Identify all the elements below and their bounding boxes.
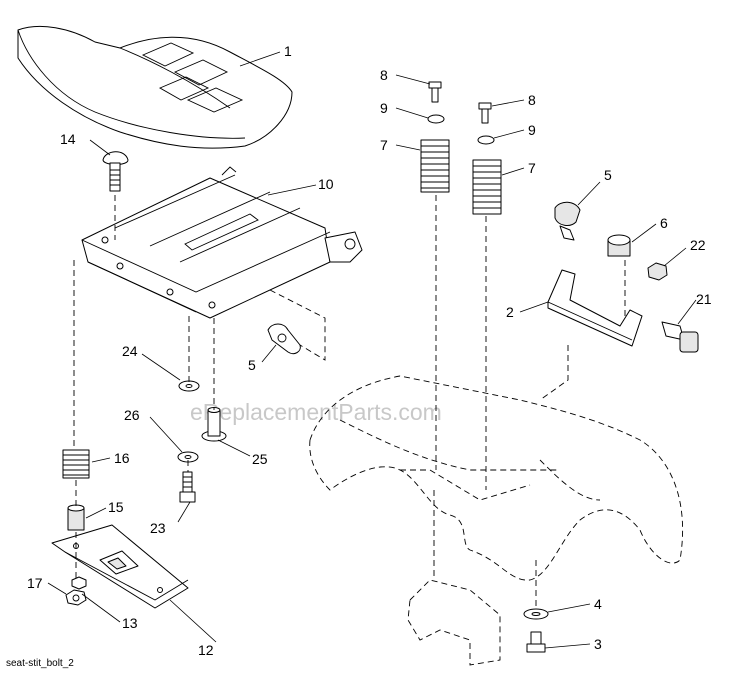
bolt-8b-part (478, 102, 492, 124)
callout-5-left: 5 (248, 357, 256, 373)
callout-1: 1 (284, 43, 292, 59)
callout-24: 24 (122, 343, 138, 359)
callout-16: 16 (114, 450, 130, 466)
callout-22: 22 (690, 237, 706, 253)
leader-lines (47, 51, 697, 649)
tractor-frame-outline (309, 375, 684, 666)
callout-17: 17 (27, 575, 43, 591)
bolt-8a-part (428, 81, 442, 103)
callout-10: 10 (318, 176, 334, 192)
bracket-2-part (547, 269, 643, 347)
callout-26: 26 (124, 407, 140, 423)
callout-15: 15 (108, 499, 124, 515)
assembly-lines (73, 195, 626, 610)
callout-21: 21 (696, 291, 712, 307)
washer-9a-part (427, 114, 445, 124)
washer-9b-part (477, 135, 495, 145)
callouts: 1 14 10 24 5 26 25 16 15 23 17 13 12 8 9… (27, 43, 712, 658)
spring-16-part (62, 449, 90, 479)
callout-6: 6 (660, 215, 668, 231)
callout-23: 23 (150, 520, 166, 536)
callout-7-right: 7 (528, 160, 536, 176)
carriage-bolt-part (102, 151, 129, 192)
callout-12: 12 (198, 642, 214, 658)
washer-24-part (178, 380, 200, 392)
seat-pan-part (81, 166, 363, 319)
callout-9-left: 9 (380, 100, 388, 116)
spring-7a-part (420, 139, 450, 193)
callout-9-right: 9 (528, 122, 536, 138)
shoulder-bolt-part (201, 407, 227, 442)
callout-5-right: 5 (604, 167, 612, 183)
seat-part (17, 25, 293, 149)
washer-4-part (523, 608, 549, 620)
nut-6-part (607, 234, 631, 257)
figure-code: seat-stit_bolt_2 (6, 658, 74, 669)
callout-7-left: 7 (380, 137, 388, 153)
callout-8-right: 8 (528, 92, 536, 108)
watermark: eReplacementParts.com (190, 399, 442, 425)
bracket-plate-part (51, 524, 189, 609)
callout-13: 13 (122, 615, 138, 631)
clip-part-right (554, 201, 581, 241)
callout-2: 2 (506, 304, 514, 320)
nut-17-part (65, 589, 87, 606)
callout-4: 4 (594, 596, 602, 612)
hex-bolt-23-part (179, 471, 196, 503)
callout-8-left: 8 (380, 67, 388, 83)
bolt-21-part (661, 321, 699, 353)
nut-22-part (647, 262, 668, 281)
callout-14: 14 (60, 131, 76, 147)
bolt-3-part (526, 631, 546, 653)
spring-7b-part (472, 159, 502, 215)
callout-25: 25 (252, 451, 268, 467)
bushing-15-part (67, 504, 85, 531)
callout-3: 3 (594, 636, 602, 652)
